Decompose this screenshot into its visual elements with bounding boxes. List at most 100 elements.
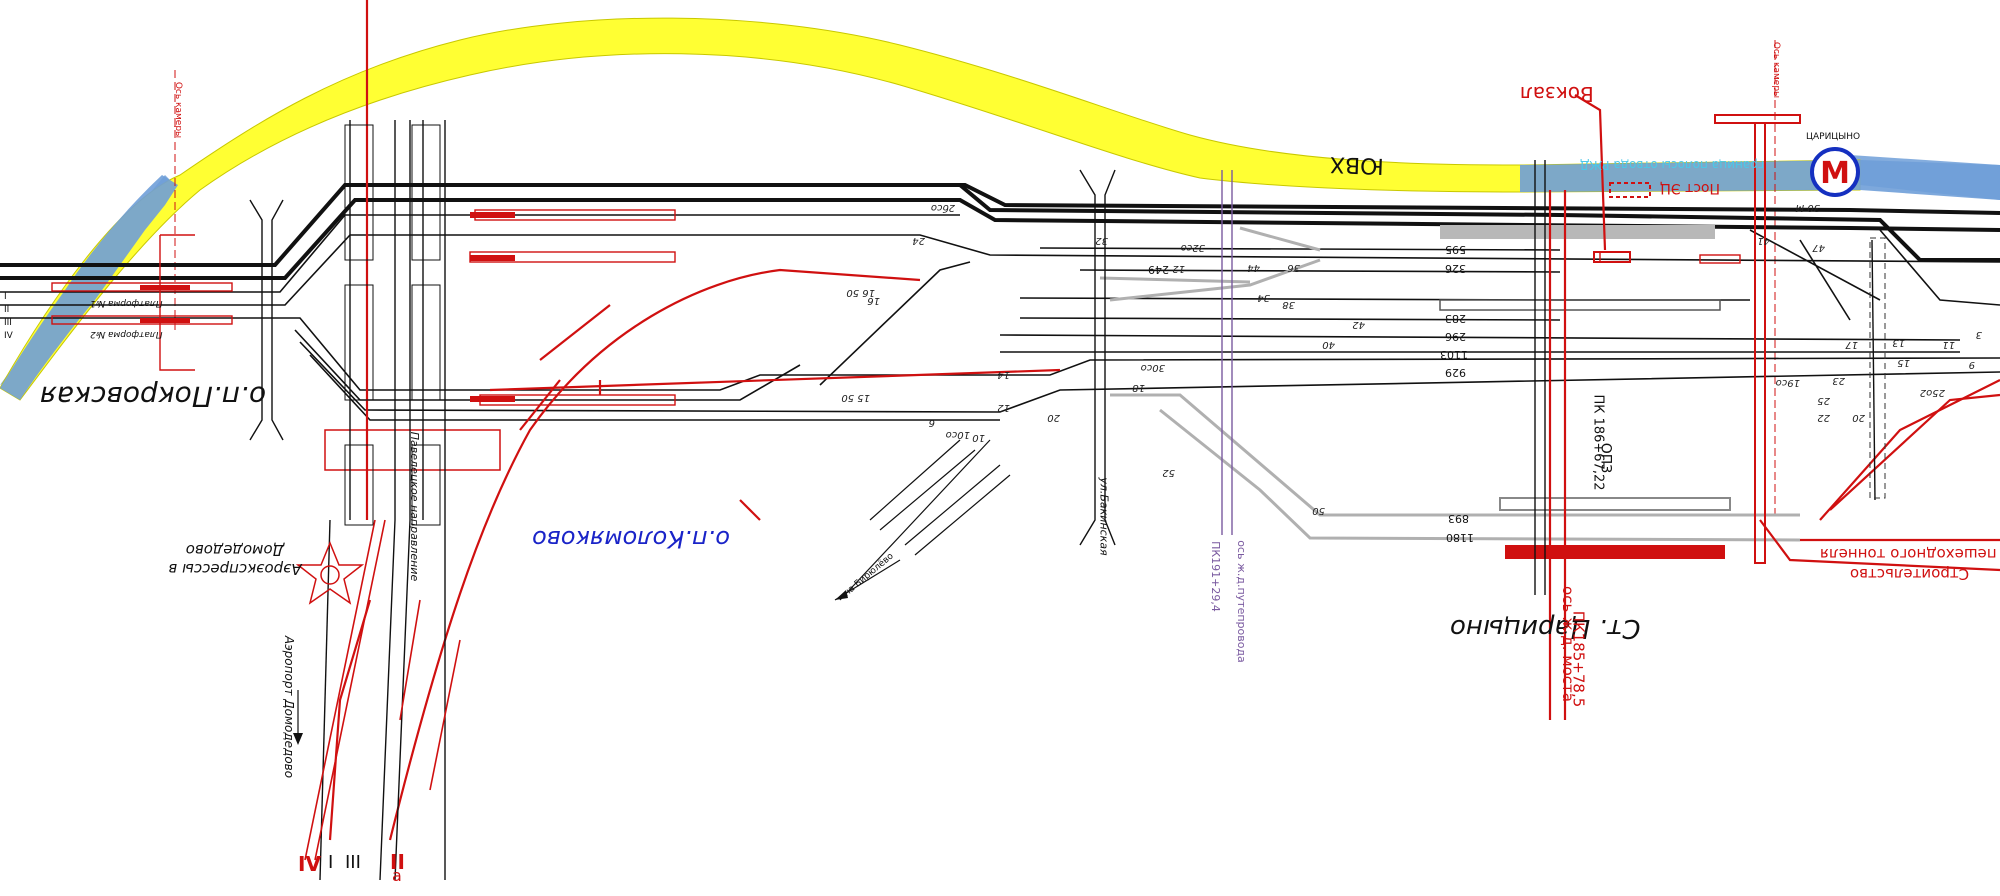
label-highway: ЮВХ	[1329, 151, 1385, 178]
red-t-stem	[1754, 122, 1766, 564]
label-aeroexpress: Аэроэкспрессы в Домодедово	[168, 541, 302, 578]
switch-label: 32	[1095, 235, 1108, 246]
grey-tracks	[1099, 226, 1801, 542]
metro-icon: M	[1810, 147, 1860, 197]
switch-label: 6	[929, 417, 935, 428]
label-bridge-pk: ПК185+78,5	[1569, 610, 1588, 708]
track-num-326: 326	[1445, 262, 1466, 275]
dashed-box-right	[1869, 237, 1886, 499]
switch-label: 19со	[1776, 377, 1800, 388]
grey-platform-3	[1499, 497, 1731, 511]
switch-label: 20	[1852, 412, 1865, 423]
track-num-283: 283	[1445, 312, 1466, 325]
label-track-I: I	[4, 292, 7, 302]
label-border-zone: граница полосы отвода РЖД	[1580, 158, 1765, 172]
track-num-1103: 1103	[1440, 348, 1468, 361]
highway-blue-left	[0, 175, 178, 400]
switch-label: 18	[1132, 382, 1145, 393]
switch-label: 17	[1845, 339, 1858, 350]
track-num-1180: 1180	[1446, 531, 1474, 544]
switch-label: 47	[1812, 242, 1825, 253]
switch-label: 44	[1247, 262, 1260, 273]
track-num-296: 296	[1445, 330, 1466, 343]
track-num-595: 595	[1445, 243, 1466, 256]
label-pk186: ПК 186+67,22	[1590, 394, 1606, 491]
bridge-lines	[249, 160, 1876, 595]
label-bottom-I: I	[328, 852, 334, 873]
aeroexpress-star-icon	[295, 541, 365, 605]
switch-label: 9	[1969, 359, 1975, 370]
switch-label: 23	[1832, 375, 1845, 386]
red-t-top	[1714, 114, 1801, 124]
switch-label: 25	[1817, 395, 1830, 406]
switch-label: 24	[912, 235, 925, 246]
switch-label: 42	[1352, 319, 1365, 330]
label-airport: Аэропорт Домодедово	[282, 635, 297, 779]
switch-label: 12	[997, 402, 1010, 413]
switch-label: 20	[1047, 412, 1060, 423]
switch-label: 10со	[946, 429, 970, 440]
highway-blue-right	[1520, 160, 2000, 200]
red-bar-platform2	[140, 318, 190, 323]
label-pk191: ПК191+29,4	[1208, 541, 1222, 612]
label-platform-1: Платформа №1	[90, 298, 163, 308]
switch-label: 38	[1282, 299, 1295, 310]
post-ets-rect	[1609, 182, 1651, 198]
switch-label: 36	[1287, 262, 1300, 273]
track-num-249: 249	[1148, 263, 1169, 276]
airport-arrow-icon	[293, 690, 303, 745]
label-bakinskaya: ул.Бакинская	[1097, 477, 1111, 556]
switch-label: 16	[867, 295, 880, 306]
label-tunnel: пешеходного тоннеля	[1820, 545, 1997, 563]
label-bottom-III: III	[345, 852, 361, 873]
label-paveletskoe: Павелецкое направление	[408, 431, 422, 582]
main-tracks	[0, 183, 2000, 280]
label-platform-2: Платформа №2	[90, 329, 163, 339]
grey-platform-1	[1440, 225, 1715, 239]
switch-label: 50	[1312, 505, 1325, 516]
red-bar-a	[470, 212, 515, 218]
switch-label: 3	[1976, 329, 1982, 340]
switch-label: 52	[1162, 467, 1175, 478]
switch-label: 15 50	[841, 392, 870, 403]
label-bottom-IV: IV	[298, 852, 321, 876]
label-vokzal: Вокзал	[1520, 82, 1594, 106]
red-bar-platform1	[140, 285, 190, 290]
label-bottom-II: II	[390, 850, 405, 874]
vokzal-rect	[1593, 251, 1631, 263]
label-post-ets: Пост ЭЦ	[1660, 180, 1721, 196]
red-bracket-left	[159, 234, 195, 371]
switch-label: 30 М	[1795, 202, 1820, 213]
switch-label: 14	[997, 369, 1010, 380]
red-frame-left	[324, 429, 501, 471]
label-viaduct-axis: ось ж.д.путепровода	[1234, 540, 1248, 663]
switch-label: 10	[972, 432, 985, 443]
switch-label: 12	[1172, 263, 1185, 274]
switch-label: 15	[1897, 357, 1910, 368]
switch-label: 13	[1892, 337, 1905, 348]
secondary-tracks	[0, 214, 2000, 421]
sidings	[839, 439, 1011, 601]
switch-label: 34	[1257, 292, 1270, 303]
label-track-IV: IV	[4, 331, 13, 341]
label-metro: ЦАРИЦЫНО	[1806, 132, 1861, 142]
grey-platform-2	[1439, 299, 1721, 311]
label-station-pokrovskaya: о.п.Покровская	[40, 380, 267, 413]
track-num-929: 929	[1445, 366, 1466, 379]
label-bottom-a: а	[392, 866, 402, 885]
switch-label: 40	[1322, 339, 1335, 350]
arrow-icon	[834, 559, 901, 601]
label-station-kolomyakovo: о.п.Коломяково	[532, 525, 730, 553]
label-track-II: II	[4, 305, 10, 315]
switch-label: 11	[1942, 339, 1955, 350]
label-construction: Строительство	[1850, 565, 1970, 583]
label-camera-axis-right: Ось камеры	[1771, 41, 1782, 99]
label-track-III: III	[4, 318, 12, 328]
red-pavelets	[304, 519, 461, 861]
switch-label: 30со	[1141, 362, 1165, 373]
red-bar-c	[470, 396, 515, 402]
red-thick-platform	[1505, 545, 1725, 559]
switch-label: 25о2	[1920, 387, 1945, 398]
red-bar-b	[470, 255, 515, 261]
